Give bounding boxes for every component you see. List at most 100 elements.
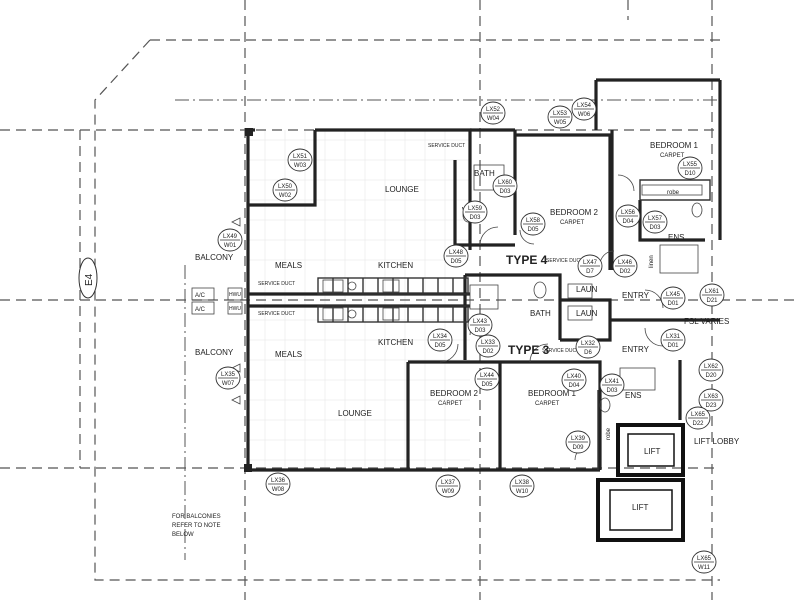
tag-sub: D01 (667, 301, 679, 307)
balcony-note-3: BELOW (172, 532, 194, 538)
tag-sub: D05 (527, 227, 539, 233)
tag-id: LX45 (666, 292, 681, 298)
tag-id: LX47 (583, 260, 598, 266)
room-entry-bottom: ENTRY (622, 345, 650, 354)
tag-sub: W10 (516, 489, 529, 495)
room-bedroom2-top: BEDROOM 2 (550, 208, 599, 217)
tag-id: LX50 (278, 184, 293, 190)
tag-id: LX65 (697, 556, 712, 562)
tag-id: LX34 (433, 334, 448, 340)
posts (191, 128, 253, 472)
tag-id: LX59 (468, 206, 483, 212)
tag-sub: D03 (469, 215, 481, 221)
kitchen-benches (317, 277, 469, 323)
balcony-note-1: FOR BALCONIES (172, 514, 221, 520)
room-linen-top: linen (649, 255, 655, 268)
tag-sub: W02 (279, 193, 292, 199)
tag-sub: W06 (578, 112, 591, 118)
room-bath-bottom: BATH (530, 309, 551, 318)
room-lounge-bottom: LOUNGE (338, 409, 372, 418)
tag-id: LX32 (581, 341, 596, 347)
service-duct-lounge: SERVICE DUCT (428, 143, 465, 149)
tag-id: LX65 (691, 412, 706, 418)
room-lounge-top: LOUNGE (385, 185, 419, 194)
tag-sub: D03 (606, 388, 618, 394)
tag-id: LX53 (553, 111, 568, 117)
tag-sub: D04 (622, 219, 634, 225)
room-bedroom2-bottom: BEDROOM 2 (430, 389, 479, 398)
tag-sub: W01 (224, 243, 237, 249)
tag-id: LX60 (498, 180, 513, 186)
hwu-top: HWU (229, 292, 241, 298)
lift-1-label: LIFT (644, 447, 661, 456)
room-laun-bottom: LAUN (576, 309, 598, 318)
tag-sub: D03 (649, 225, 661, 231)
tag-sub: D05 (481, 382, 493, 388)
tag-id: LX44 (480, 373, 495, 379)
type-3-label: TYPE 3 (508, 343, 550, 357)
room-bedroom1-bottom: BEDROOM 1 (528, 389, 577, 398)
tag-id: LX39 (571, 436, 586, 442)
tag-id: LX56 (621, 210, 636, 216)
tag-sub: D03 (474, 328, 486, 334)
hwu-bottom: HWU (229, 306, 241, 312)
lift-2-label: LIFT (632, 503, 649, 512)
tag-id: LX63 (704, 394, 719, 400)
tag-sub: D6 (584, 350, 592, 356)
tag-sub: W07 (222, 381, 235, 387)
tag-id: LX43 (473, 319, 488, 325)
tag-id: LX51 (293, 154, 308, 160)
room-balcony-bottom: BALCONY (195, 348, 234, 357)
tag-sub: D7 (586, 269, 594, 275)
ac-bottom: A/C (195, 307, 206, 313)
tag-sub: W05 (554, 120, 567, 126)
tag-sub: D23 (705, 403, 717, 409)
tag-sub: D02 (482, 349, 494, 355)
lift-lobby-label: LIFT LOBBY (694, 437, 740, 446)
tag-sub: D04 (568, 383, 580, 389)
tag-id: LX31 (666, 334, 681, 340)
room-carpet-b2-top: CARPET (560, 220, 585, 226)
tag-id: LX33 (481, 340, 496, 346)
room-carpet-b1-top: CARPET (660, 153, 685, 159)
tag-sub: W03 (294, 163, 307, 169)
service-duct-meals-top: SERVICE DUCT (258, 281, 295, 287)
tag-id: LX35 (221, 372, 236, 378)
balcony-note-2: REFER TO NOTE (172, 523, 220, 529)
room-laun-top: LAUN (576, 285, 598, 294)
tag-id: LX58 (526, 218, 541, 224)
room-entry-top: ENTRY (622, 291, 650, 300)
tag-sub: D10 (684, 171, 696, 177)
gridline-e4 (78, 257, 98, 299)
tag-sub: W11 (698, 565, 711, 571)
tag-sub: D22 (692, 421, 704, 427)
room-ens-top: ENS (668, 233, 684, 242)
tag-sub: D21 (706, 298, 718, 304)
tag-id: LX54 (577, 103, 592, 109)
tag-id: LX52 (486, 107, 501, 113)
